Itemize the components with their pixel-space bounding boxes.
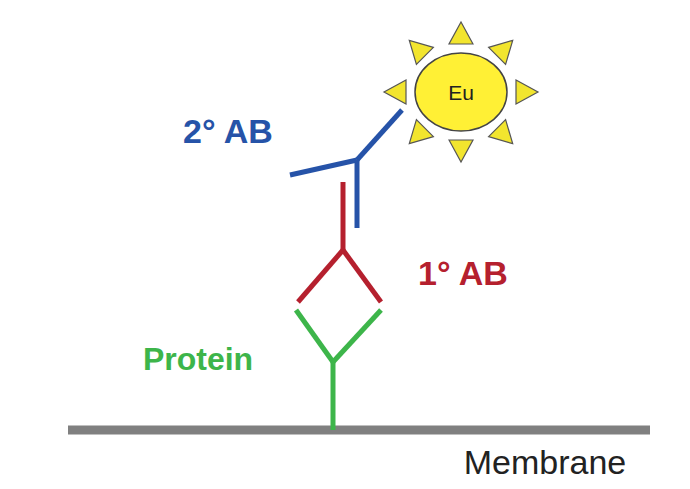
membrane-label: Membrane — [464, 445, 627, 479]
light-ray — [489, 40, 513, 64]
light-rays — [384, 22, 538, 162]
light-ray — [384, 80, 406, 104]
light-ray — [449, 22, 473, 44]
protein-shape — [296, 310, 381, 430]
light-ray — [409, 120, 433, 144]
membrane-line — [68, 426, 650, 435]
primary-antibody — [298, 182, 381, 302]
primary-antibody-label: 1° AB — [418, 256, 508, 290]
light-ray — [489, 120, 513, 144]
secondary-antibody-label: 2° AB — [183, 114, 273, 148]
light-ray — [409, 40, 433, 64]
europium-label: Eu — [414, 52, 508, 132]
protein-label: Protein — [143, 343, 253, 375]
secondary-antibody — [290, 110, 402, 228]
element-symbol: Eu — [448, 82, 474, 103]
light-ray — [516, 80, 538, 104]
light-ray — [449, 140, 473, 162]
